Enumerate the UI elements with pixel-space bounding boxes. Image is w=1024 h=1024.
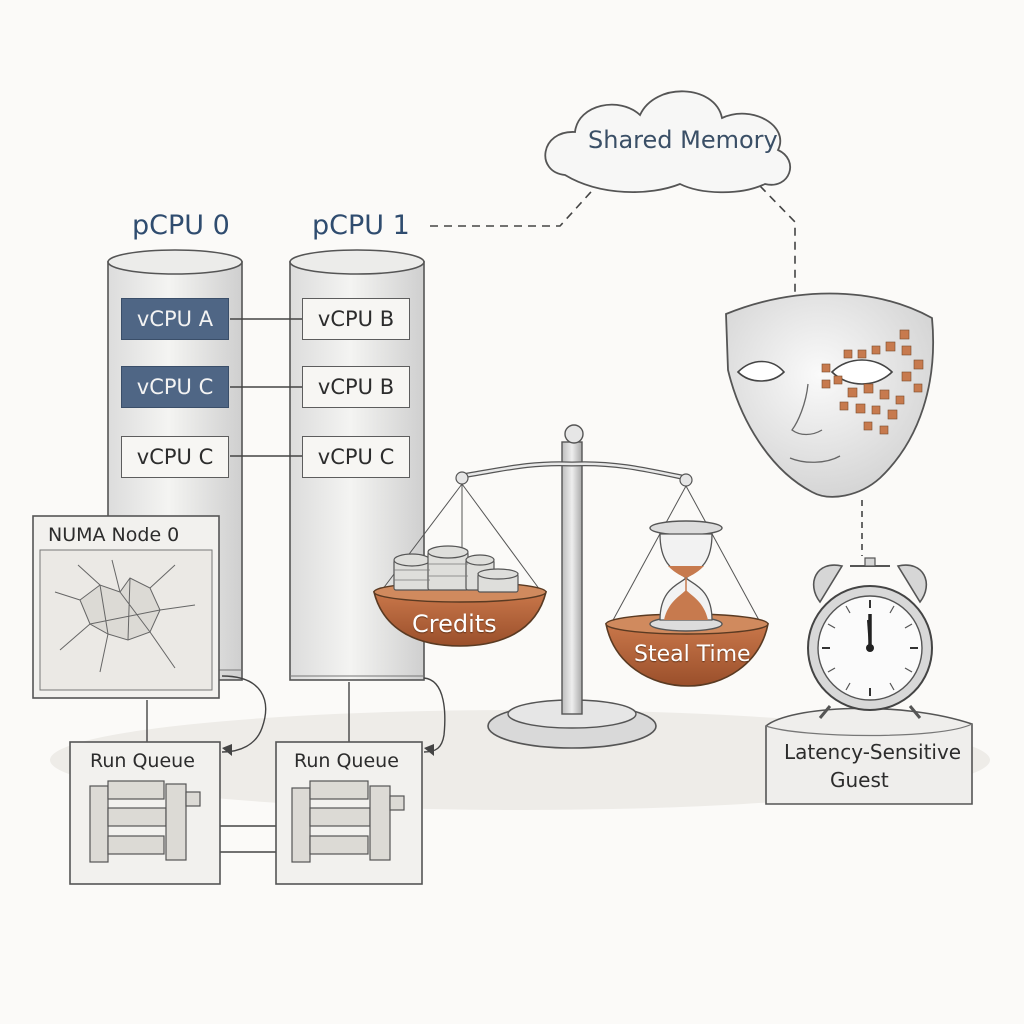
vcpu-slot-pcpu0-3: vCPU C (121, 436, 229, 478)
scale-icon (372, 424, 769, 749)
hourglass-icon (649, 520, 723, 632)
queue-stack-icon (89, 780, 201, 863)
vcpu-slot-pcpu0-1: vCPU A (121, 298, 229, 340)
steal-time-label: Steal Time (634, 642, 751, 667)
shared-memory-label: Shared Memory (588, 126, 778, 154)
numa-node-label: NUMA Node 0 (48, 524, 180, 546)
vcpu-slot-pcpu1-1: vCPU B (302, 298, 410, 340)
slot-connectors (230, 318, 302, 457)
vcpu-slot-pcpu1-2: vCPU B (302, 366, 410, 408)
pixel-fragments (821, 329, 924, 435)
run-queue-label-0: Run Queue (90, 750, 195, 772)
coins-icon (393, 545, 519, 593)
mask-icon (725, 292, 935, 498)
dashed-link-cpu-memory (430, 181, 601, 227)
run-queue-box-0 (69, 741, 221, 885)
run-queue-label-1: Run Queue (294, 750, 399, 772)
alarm-clock-icon (807, 557, 933, 719)
pcpu-0-title: pCPU 0 (132, 210, 230, 241)
guest-label-line1: Latency-Sensitive (784, 740, 962, 764)
run-queue-box-1 (275, 741, 423, 885)
vcpu-slot-pcpu0-2: vCPU C (121, 366, 229, 408)
queue-stack-icon (291, 780, 405, 863)
vcpu-slot-pcpu1-3: vCPU C (302, 436, 410, 478)
guest-label-line2: Guest (830, 768, 889, 792)
cloud-icon (544, 90, 792, 194)
credits-label: Credits (412, 610, 497, 638)
dashed-link-memory-mask (759, 185, 796, 296)
pcpu-1-title: pCPU 1 (312, 210, 410, 241)
memory-crack-icon (54, 559, 196, 673)
numa-node-box (32, 515, 220, 699)
